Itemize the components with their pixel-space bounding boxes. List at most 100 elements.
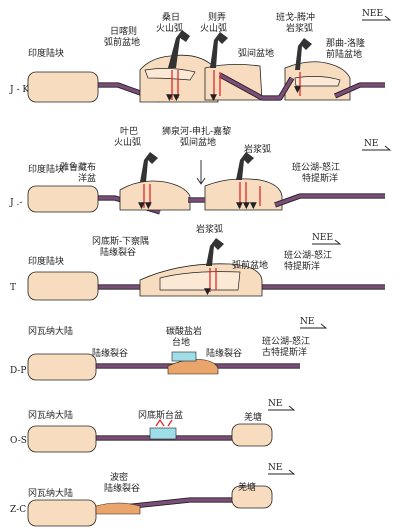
- carbonate-platform: [171, 351, 197, 362]
- direction-arrow-icon: [300, 323, 328, 329]
- forearc-label: 弧前盆地: [104, 36, 140, 48]
- panel-zc: Z-C 冈瓦纳大陆 波密 陆缘裂谷 羌塘 NE: [10, 463, 296, 527]
- arc1-label: 桑日: [162, 12, 180, 23]
- direction-arrow-icon: [312, 239, 342, 245]
- india-crust: [27, 71, 99, 103]
- direction-arrow-icon: [362, 15, 392, 21]
- magma-symbol: ▼▼▼: [236, 201, 257, 211]
- yarlung-label: 雅鲁藏布: [60, 161, 96, 173]
- forearc-label: 日喀则: [110, 25, 137, 37]
- bomi-label: 陆缘裂谷: [104, 482, 140, 494]
- age-label: D-P: [10, 366, 26, 376]
- shiquanhe-label: 弧间盆地: [180, 136, 216, 148]
- bangong-label: 班公湖-怒江: [292, 161, 340, 173]
- banggo-label: 班戈-腾冲: [276, 11, 315, 23]
- age-label: O-S: [10, 436, 27, 446]
- direction-arrow-icon: [362, 145, 392, 151]
- platform-basin: [149, 427, 177, 440]
- volcano-icon: [206, 238, 224, 266]
- arc1-label: 火山弧: [156, 22, 183, 34]
- magma-lines: [171, 70, 301, 100]
- left-block-label: 冈瓦纳大陆: [28, 325, 73, 337]
- magma-symbol: ▼: [204, 287, 211, 297]
- platform-label: 冈底斯台盆: [138, 409, 183, 421]
- india-crust: [27, 185, 99, 213]
- direction-arrow-icon: [268, 405, 296, 411]
- left-block-label: 印度陆块: [28, 47, 64, 59]
- rift-basin: [159, 271, 241, 291]
- volcano-icon: [168, 30, 190, 68]
- rift-label: 冈底斯-下察隅: [92, 235, 149, 247]
- direction-label: NE: [268, 463, 282, 473]
- carbonate-label: 碳酸盐岩: [166, 325, 202, 337]
- naqu-label: 那曲-洛隆: [326, 37, 365, 49]
- yarlung-label: 洋盆: [78, 172, 96, 184]
- qiangtang-label: 羌塘: [244, 411, 262, 423]
- panel-os: O-S 冈瓦纳大陆 冈底斯台盆 羌塘 NE: [10, 399, 296, 453]
- bangong-label: 班公湖-怒江: [284, 249, 332, 261]
- down-arrow-icon: [196, 160, 206, 185]
- india-crust: [27, 271, 99, 301]
- foreland-basin: [294, 76, 341, 87]
- bangong-label: 特提斯洋: [302, 172, 338, 184]
- age-label: J - K: [9, 85, 29, 95]
- platform-arrows: [155, 418, 173, 427]
- magmatic-arc-label: 岩浆弧: [196, 223, 223, 235]
- arc2-label: 火山弧: [200, 22, 227, 34]
- rift-sediment: [167, 359, 219, 375]
- left-block-label: 印度陆块: [28, 163, 64, 175]
- magma-lines: [143, 182, 261, 208]
- gondwana-crust: [27, 499, 97, 527]
- qiangtang-crust: [231, 485, 273, 509]
- rift-right-label: 陆缘裂谷: [206, 347, 242, 359]
- bangong-label: 古特提斯洋: [262, 346, 307, 358]
- bomi-label: 波密: [110, 471, 128, 483]
- direction-label: NE: [268, 399, 282, 409]
- age-label: J .-: [9, 198, 22, 208]
- rift-label: 陆缘裂谷: [100, 246, 136, 258]
- panel-t: T 印度陆块 ▼ 冈底斯-下察隅 陆缘裂谷 岩浆弧 弧前盆地 班公湖-怒江 特提…: [10, 223, 385, 301]
- shiquanhe-label: 狮泉河-申扎-嘉黎: [162, 125, 231, 137]
- magma-symbol: ▼: [294, 85, 301, 95]
- rift-left-label: 陆缘裂谷: [92, 347, 128, 359]
- qiangtang-label: 羌塘: [238, 481, 256, 493]
- yeba-label: 叶巴: [120, 126, 138, 137]
- panel-jk: J - K 印度陆块 ▼▼ ▼ ▼ 桑日 火山弧 则弄 火山弧 日喀则 弧前盆地: [9, 9, 392, 103]
- direction-label: NEE: [312, 233, 333, 243]
- volcano-icon: [295, 38, 312, 70]
- carbonate-label: 台地: [172, 336, 190, 348]
- panel-dp: D-P 冈瓦纳大陆 陆缘裂谷 碳酸盐岩 台地 陆缘裂谷 班公湖-怒江 古特提斯洋…: [10, 317, 328, 381]
- magmatic-arc-label: 岩浆弧: [244, 143, 271, 155]
- bangong-label: 班公湖-怒江: [262, 335, 310, 347]
- banggo-label: 岩浆弧: [286, 22, 313, 34]
- volcano-icon: [210, 32, 228, 68]
- direction-label: NE: [364, 139, 378, 149]
- age-label: T: [10, 283, 16, 293]
- age-label: Z-C: [10, 505, 26, 515]
- arc2-label: 则弄: [208, 11, 226, 23]
- left-block-label: 冈瓦纳大陆: [28, 409, 73, 421]
- panel-j: J .- 印度陆块 ▼▼ ▼▼▼ 雅鲁藏布 洋盆 叶巴 火山弧 狮泉河-申扎-嘉…: [9, 125, 392, 215]
- backarc-label: 弧前盆地: [232, 259, 268, 271]
- qiangtang-crust: [231, 423, 273, 447]
- left-block-label: 冈瓦纳大陆: [28, 487, 73, 499]
- gondwana-crust: [27, 353, 97, 381]
- yeba-crust: [119, 180, 191, 211]
- gondwana-crust: [27, 425, 97, 453]
- direction-arrow-icon: [268, 469, 296, 475]
- interarc-label: 弧间盆地: [238, 47, 274, 59]
- magma-symbol: ▼▼: [166, 93, 180, 103]
- rift-sediment: [95, 502, 141, 515]
- magmatic-arc-crust: [204, 178, 283, 211]
- yeba-label: 火山弧: [114, 136, 141, 148]
- direction-label: NE: [300, 317, 314, 327]
- volcano-icon: [236, 152, 254, 180]
- naqu-label: 前陆盆地: [326, 48, 362, 60]
- magma-symbol: ▼: [210, 93, 217, 103]
- volcano-icon: [140, 152, 158, 182]
- direction-label: NEE: [362, 9, 383, 19]
- magma-symbol: ▼▼: [138, 201, 152, 211]
- bangong-label: 特提斯洋: [284, 260, 320, 272]
